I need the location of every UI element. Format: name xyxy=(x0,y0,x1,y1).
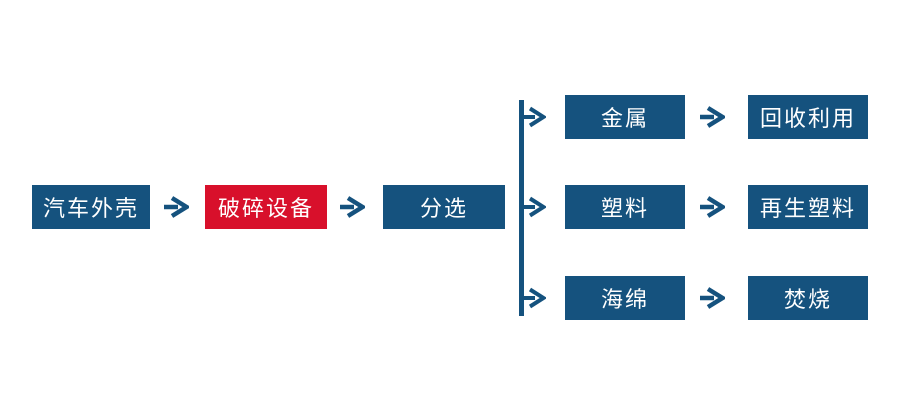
arrow-right-icon xyxy=(700,196,725,218)
node-car-shell: 汽车外壳 xyxy=(32,185,150,229)
arrow-right-icon xyxy=(522,287,546,309)
node-sorting: 分选 xyxy=(383,185,505,229)
arrow-right-icon xyxy=(522,196,546,218)
node-metal: 金属 xyxy=(565,95,685,139)
node-sponge: 海绵 xyxy=(565,276,685,320)
arrow-right-icon xyxy=(700,106,725,128)
node-incineration: 焚烧 xyxy=(748,276,868,320)
node-recycling: 回收利用 xyxy=(748,95,868,139)
branch-connector-line xyxy=(519,100,524,316)
node-crushing-equipment: 破碎设备 xyxy=(205,185,327,229)
arrow-right-icon xyxy=(522,106,546,128)
arrow-right-icon xyxy=(700,287,725,309)
arrow-right-icon xyxy=(164,196,189,218)
node-recycled-plastic: 再生塑料 xyxy=(748,185,868,229)
arrow-right-icon xyxy=(340,196,365,218)
node-plastic: 塑料 xyxy=(565,185,685,229)
